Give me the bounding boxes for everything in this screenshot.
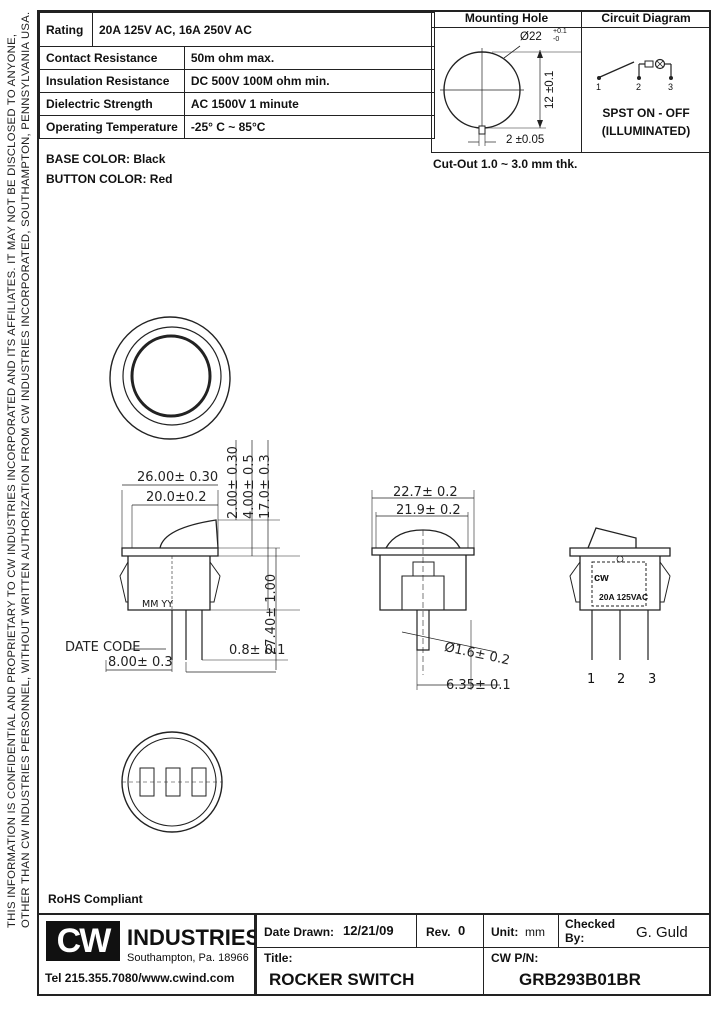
rev-cell: Rev. 0 xyxy=(416,915,484,948)
spec-value: 50m ohm max. xyxy=(183,46,435,70)
label-logo: cw xyxy=(594,572,609,584)
pin-number-3: 3 xyxy=(648,672,657,687)
company-address: Southampton, Pa. 18966 xyxy=(127,952,249,964)
dim-flange: 4.00± 0.5 xyxy=(242,454,257,519)
dim-overall-width: 26.00± 0.30 xyxy=(137,470,219,485)
dim-flange-width: 22.7± 0.2 xyxy=(393,485,458,500)
mmyy-marking: MM YY xyxy=(142,599,174,610)
hole-diameter-value: Ø22 xyxy=(520,31,542,43)
dim-rocker-height: 2.00± 0.30 xyxy=(226,446,241,519)
company-block: CW INDUSTRIES Southampton, Pa. 18966 Tel… xyxy=(37,913,260,996)
hole-diameter: Ø22 xyxy=(520,31,542,43)
rev-value: 0 xyxy=(458,923,466,938)
title-value: ROCKER SWITCH xyxy=(269,970,415,989)
spec-label: Dielectric Strength xyxy=(39,92,185,116)
button-color: BUTTON COLOR: Red xyxy=(46,172,172,186)
confidentiality-notice: THIS INFORMATION IS CONFIDENTIAL AND PRO… xyxy=(3,12,33,990)
rohs-note: RoHS Compliant xyxy=(48,892,143,906)
dim-pin-thickness: 0.8± 0.1 xyxy=(229,643,286,658)
unit-label: Unit: xyxy=(491,925,519,939)
spec-row: Operating Temperature -25° C ~ 85°C xyxy=(39,115,435,139)
title-label: Title: xyxy=(264,951,293,965)
dim-terminal-width: 6.35± 0.1 xyxy=(446,678,511,693)
technical-drawing xyxy=(105,316,671,833)
notice-line-1: THIS INFORMATION IS CONFIDENTIAL AND PRO… xyxy=(6,33,18,928)
pn-label: CW P/N: xyxy=(491,951,539,965)
circuit-pin-2: 2 xyxy=(636,82,642,92)
base-color-value: Black xyxy=(133,152,166,166)
hole-tolerance: +0.1 -0 xyxy=(553,28,567,44)
spec-value: 20A 125V AC, 16A 250V AC xyxy=(92,12,435,47)
tol-minus: -0 xyxy=(553,36,560,43)
company-contact: Tel 215.355.7080/www.cwind.com xyxy=(45,971,235,985)
checked-cell: Checked By: G. Guld xyxy=(558,915,709,948)
date-label: Date Drawn: xyxy=(264,925,335,939)
spec-label: Operating Temperature xyxy=(39,115,185,139)
spec-row: Dielectric Strength AC 1500V 1 minute xyxy=(39,92,435,116)
dim-pin-pitch: 8.00± 0.3 xyxy=(108,655,173,670)
pin-number-1: 1 xyxy=(587,672,596,687)
mounting-hole-drawing xyxy=(440,45,581,146)
notice-line-2: OTHER THAN CW INDUSTRIES PERSONNEL, WITH… xyxy=(20,11,32,928)
dim-body: 17.0± 0.3 xyxy=(258,454,273,519)
spec-label: Contact Resistance xyxy=(39,46,185,70)
rev-label: Rev. xyxy=(426,925,451,939)
spec-row: Rating 20A 125V AC, 16A 250V AC xyxy=(39,12,435,47)
unit-cell: Unit: mm xyxy=(483,915,559,948)
base-color-label: BASE COLOR: xyxy=(46,152,130,166)
mounting-hole-box: Mounting Hole Ø22 +0.1 -0 12 ±0.1 2 ±0.0… xyxy=(431,10,582,153)
button-color-value: Red xyxy=(149,172,173,186)
checked-value: G. Guld xyxy=(636,924,688,941)
date-value: 12/21/09 xyxy=(343,923,394,938)
dim-button-width: 21.9± 0.2 xyxy=(396,503,461,518)
top-view xyxy=(109,316,231,440)
circuit-drawing xyxy=(597,58,673,80)
spec-value: -25° C ~ 85°C xyxy=(183,115,435,139)
company-logo: CW xyxy=(46,921,120,961)
circuit-header: Circuit Diagram xyxy=(582,11,710,28)
spec-label: Rating xyxy=(39,12,93,47)
hole-height: 12 ±0.1 xyxy=(544,70,556,109)
spec-label: Insulation Resistance xyxy=(39,69,185,93)
hole-width: 2 ±0.05 xyxy=(506,134,545,146)
front-view xyxy=(371,490,500,690)
label-rating: 20A 125VAC xyxy=(599,592,649,602)
button-color-label: BUTTON COLOR: xyxy=(46,172,147,186)
circuit-type: SPST ON - OFF xyxy=(602,106,690,120)
pn-value: GRB293B01BR xyxy=(519,970,641,989)
spec-row: Insulation Resistance DC 500V 100M ohm m… xyxy=(39,69,435,93)
dim-rocker-width: 20.0±0.2 xyxy=(146,490,207,505)
unit-value: mm xyxy=(525,925,545,939)
company-name: INDUSTRIES xyxy=(127,925,261,950)
right-view xyxy=(569,527,671,660)
circuit-pin-1: 1 xyxy=(596,82,602,92)
bottom-view xyxy=(121,731,223,833)
specs-table: Rating 20A 125V AC, 16A 250V AC Contact … xyxy=(39,12,435,139)
checked-label-1: Checked xyxy=(565,917,616,931)
cutout-note: Cut-Out 1.0 ~ 3.0 mm thk. xyxy=(433,157,578,171)
spec-value: AC 1500V 1 minute xyxy=(183,92,435,116)
tol-plus: +0.1 xyxy=(553,28,567,35)
pn-cell: CW P/N: GRB293B01BR xyxy=(483,947,709,994)
date-cell: Date Drawn: 12/21/09 xyxy=(257,915,417,948)
side-view xyxy=(105,440,300,673)
circuit-note: (ILLUMINATED) xyxy=(601,124,691,138)
title-block: Date Drawn: 12/21/09 Rev. 0 Unit: mm Che… xyxy=(255,913,711,996)
circuit-diagram-box: Circuit Diagram 1 2 3 SPST ON - OFF (ILL… xyxy=(581,10,711,153)
checked-label-2: By: xyxy=(565,931,585,945)
pin-number-2: 2 xyxy=(617,672,626,687)
circuit-pin-3: 3 xyxy=(668,82,674,92)
title-cell: Title: ROCKER SWITCH xyxy=(257,947,484,994)
spec-row: Contact Resistance 50m ohm max. xyxy=(39,46,435,70)
date-code-label: DATE CODE xyxy=(65,640,141,655)
mounting-hole-header: Mounting Hole xyxy=(432,11,581,28)
base-color: BASE COLOR: Black xyxy=(46,152,165,166)
spec-value: DC 500V 100M ohm min. xyxy=(183,69,435,93)
